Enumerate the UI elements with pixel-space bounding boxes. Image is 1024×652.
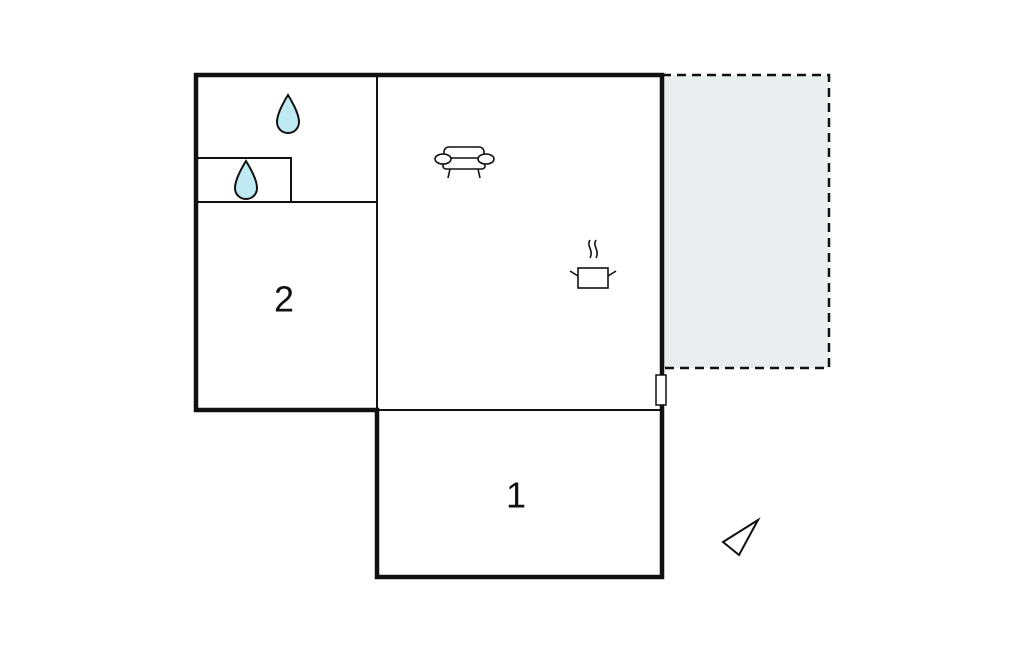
room-label-2: 2 xyxy=(274,279,294,320)
outer-walls xyxy=(193,72,665,580)
terrace-area xyxy=(660,73,831,370)
interior-walls xyxy=(196,75,662,411)
sofa-icon xyxy=(434,146,495,179)
room-label-1: 1 xyxy=(506,475,526,516)
water-drop-icon xyxy=(275,93,301,135)
cooking-pot-icon xyxy=(569,239,617,289)
terrace-door xyxy=(655,374,667,406)
water-drop-icon xyxy=(233,159,259,201)
north-arrow-icon xyxy=(721,517,761,557)
